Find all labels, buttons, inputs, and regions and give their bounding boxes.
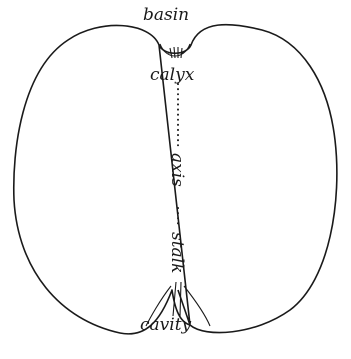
stalk-label: stalk (167, 232, 187, 273)
basin-label: basin (143, 5, 189, 25)
axis-label: axis (167, 153, 187, 187)
cavity-label: cavity (140, 315, 192, 335)
calyx-label: calyx (150, 65, 195, 85)
